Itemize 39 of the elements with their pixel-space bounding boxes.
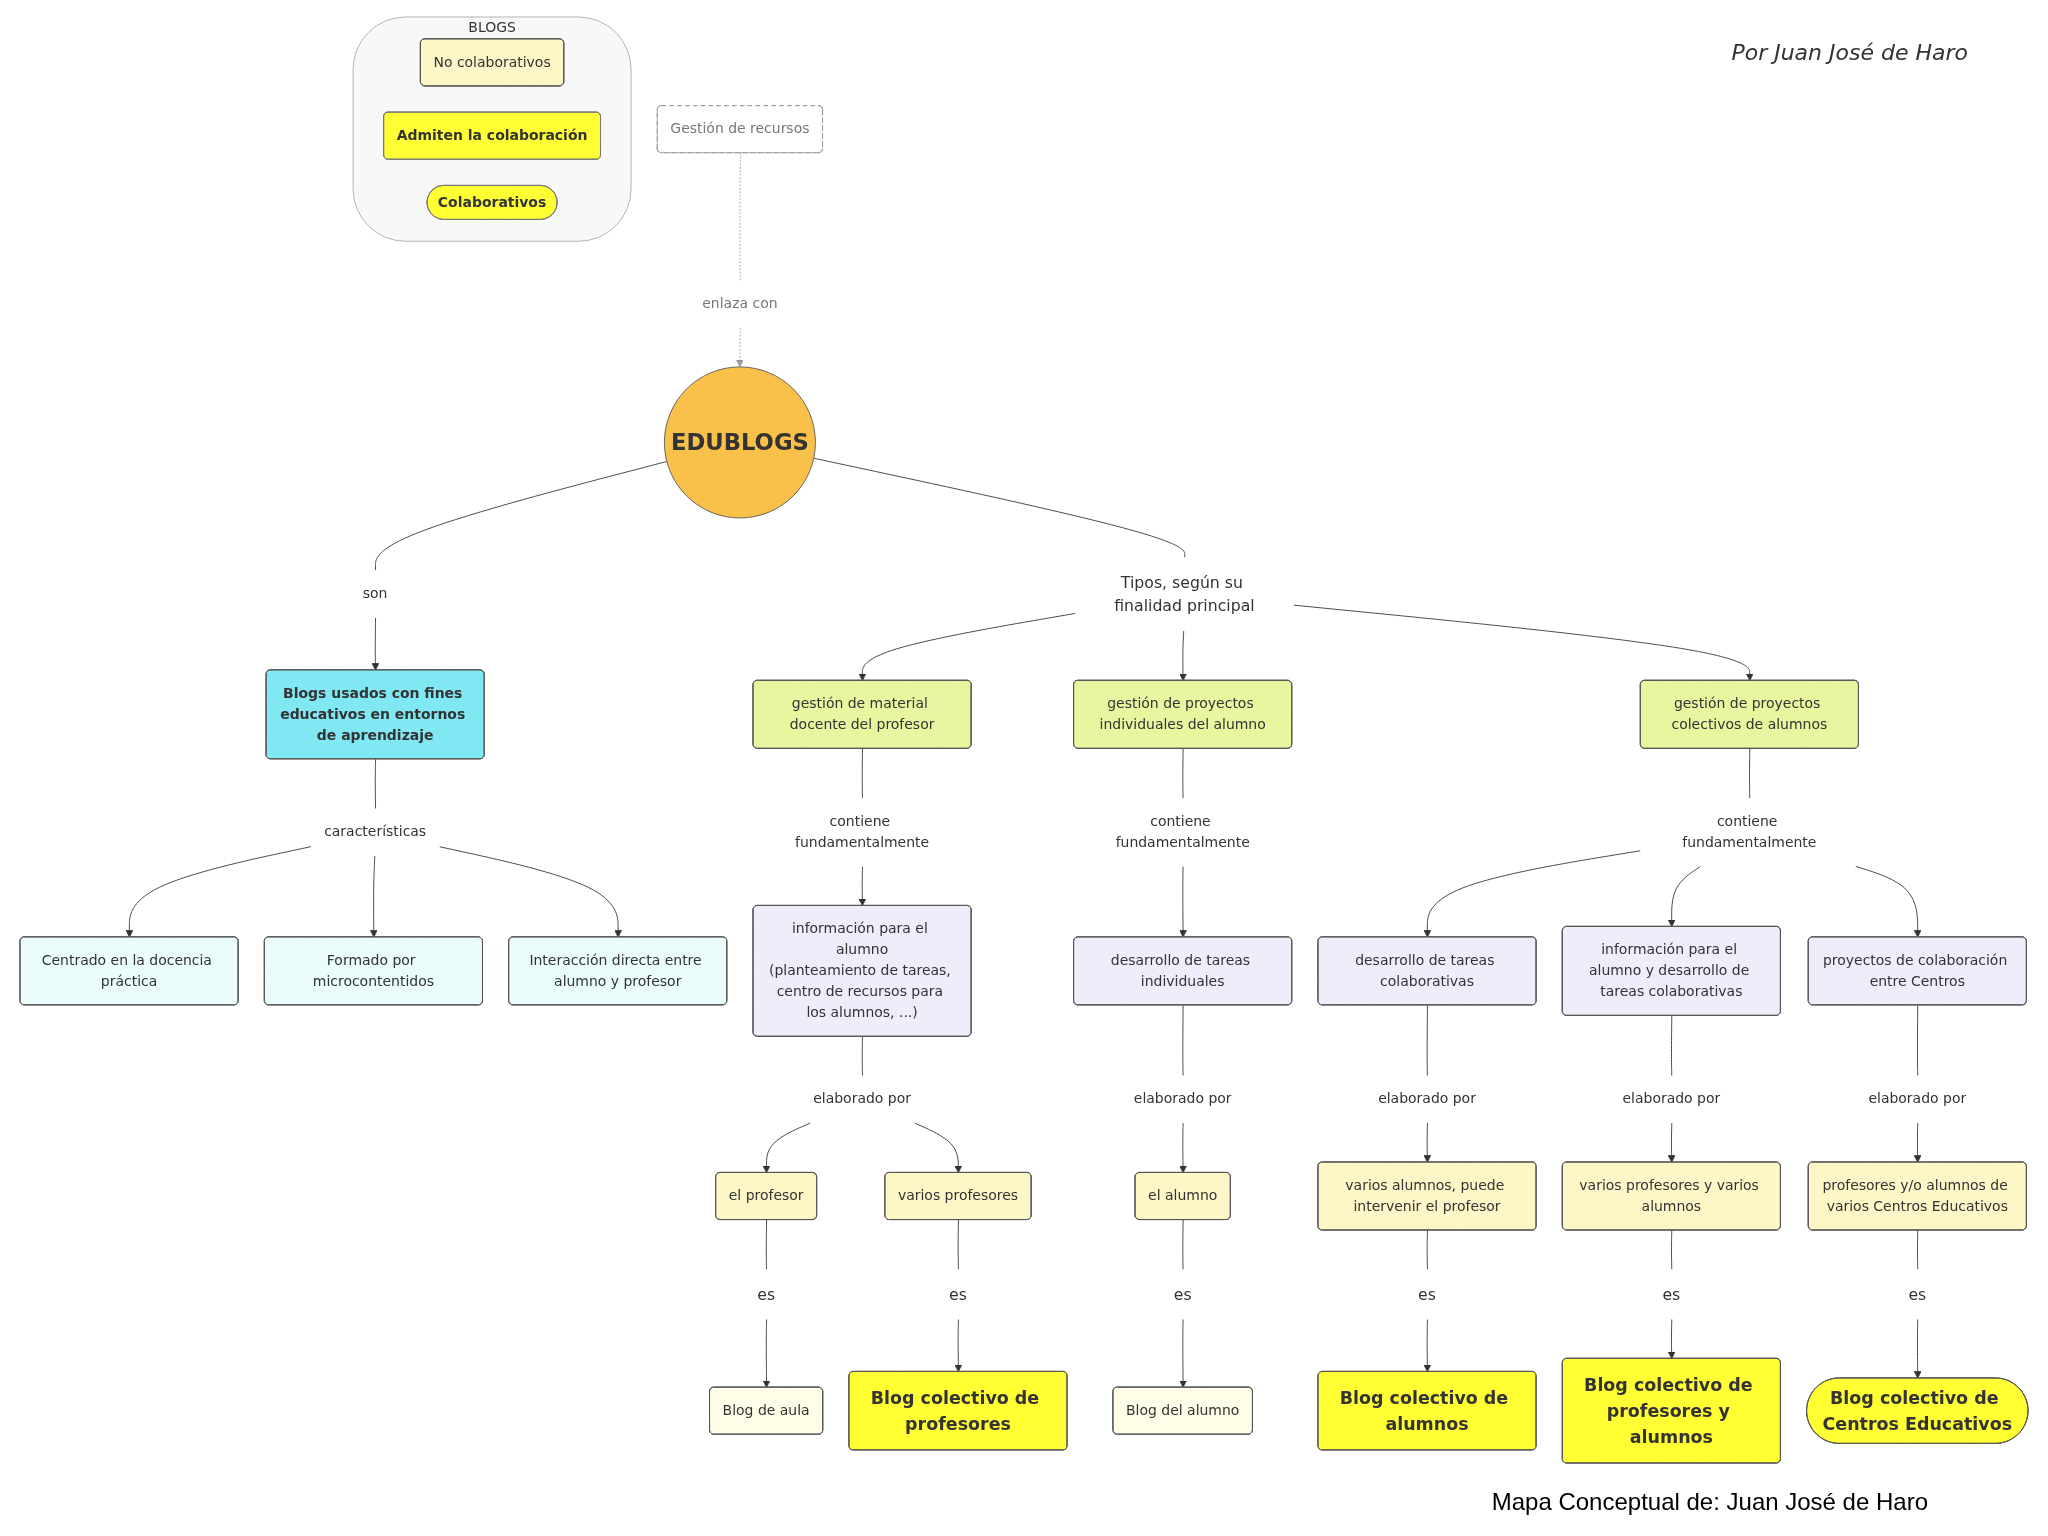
connector (1749, 748, 1751, 799)
connector (813, 457, 1186, 559)
node-text: elaborado por (1622, 1090, 1721, 1107)
node-text: es (949, 1285, 967, 1304)
author-note: Por Juan José de Haro (1731, 40, 1968, 65)
node-text: elaborado por (813, 1090, 911, 1107)
node-text: es (757, 1285, 776, 1304)
connector (1182, 1219, 1184, 1271)
node-text: es (1418, 1285, 1436, 1304)
node-text: es (1662, 1285, 1681, 1304)
connector (957, 1219, 959, 1271)
node-text: contiene fundamentalmente (1682, 812, 1817, 851)
connector (1182, 748, 1184, 799)
connector (1671, 1015, 1673, 1077)
connector (861, 748, 863, 799)
connector (1182, 1004, 1184, 1077)
node-text: son (362, 585, 388, 602)
node-text: elaborado por (1133, 1090, 1232, 1107)
connector (861, 1036, 863, 1077)
caption: Mapa Conceptual de: Juan José de Haro (1491, 1488, 1928, 1516)
connector (1917, 1004, 1919, 1077)
node-circle: EDUBLOGS (663, 366, 816, 519)
node-text: Tipos, según su finalidad principal (1114, 572, 1255, 615)
connector (374, 758, 376, 810)
connector (1671, 1230, 1673, 1271)
connector (1917, 1230, 1919, 1271)
node-text: elaborado por (1868, 1090, 1967, 1107)
node-text: es (1908, 1285, 1927, 1304)
connector (1426, 1004, 1428, 1077)
node-text: contiene fundamentalmente (1115, 812, 1250, 851)
connector (375, 461, 668, 572)
node-text: enlaza con (702, 295, 778, 312)
node-text: elaborado por (1378, 1090, 1476, 1107)
connector (1426, 1230, 1428, 1271)
node-text: características (324, 823, 427, 840)
connector (765, 1219, 767, 1271)
connector (739, 152, 741, 282)
node-text: contiene fundamentalmente (795, 812, 930, 851)
node-text: es (1173, 1285, 1192, 1304)
